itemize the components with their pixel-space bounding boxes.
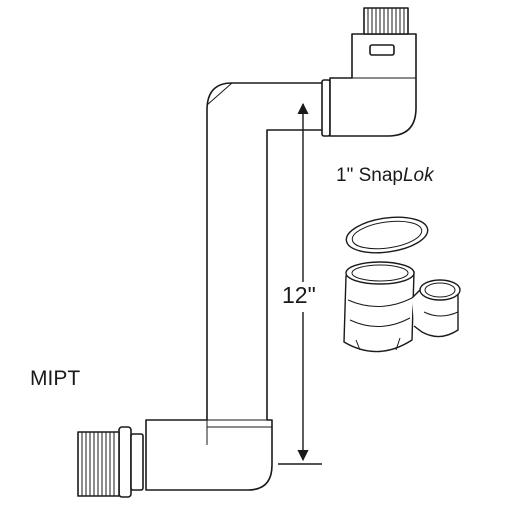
snaplok-name-b: Lok	[402, 165, 434, 186]
elbow-slot	[369, 44, 395, 56]
swing-pipe	[145, 82, 327, 491]
mipt-label: MIPT	[30, 367, 81, 390]
snaplok-name-a: Snap	[358, 165, 403, 186]
top-thread	[363, 7, 409, 35]
dimension-label: 12"	[282, 282, 316, 308]
snaplok-size: 1"	[336, 165, 354, 186]
snaplok-label: 1" SnapLok	[336, 165, 434, 187]
top-collar	[321, 79, 331, 137]
bottom-collar-a	[118, 426, 132, 498]
snaplok-fitting-icon	[343, 216, 461, 353]
top-bend-seam	[206, 82, 233, 106]
bottom-collar-b	[130, 433, 144, 491]
